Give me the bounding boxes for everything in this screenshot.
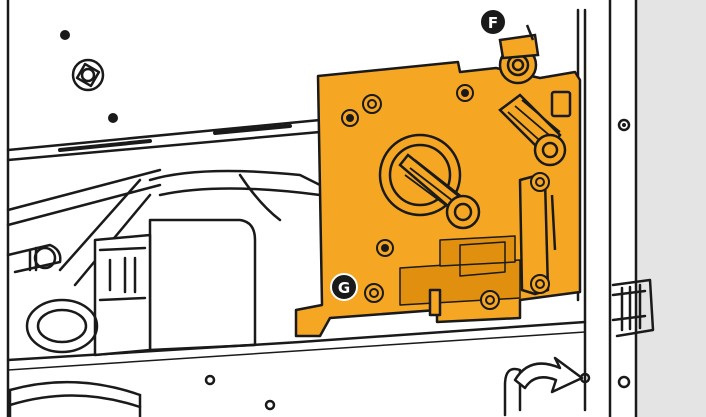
gear-icon (378, 133, 481, 230)
background-frame (6, 0, 706, 417)
callout-f-label: F (488, 14, 498, 32)
curved-arrow-icon (513, 356, 584, 394)
drive-gear (498, 24, 572, 167)
screw-icon (341, 84, 550, 310)
fastener-dots (60, 30, 626, 127)
callout-f: F (479, 8, 507, 36)
callout-g: G (330, 273, 358, 301)
callout-g-label: G (338, 279, 350, 297)
